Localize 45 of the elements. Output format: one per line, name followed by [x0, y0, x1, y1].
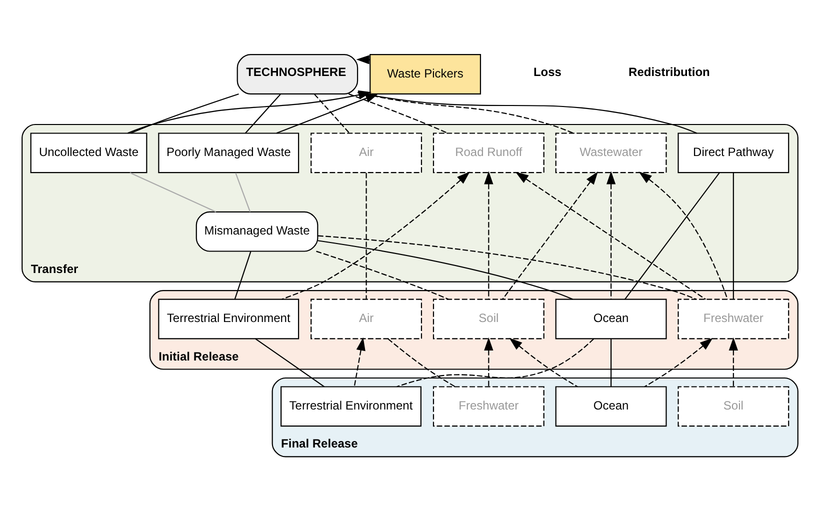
node-box: Ocean	[554, 298, 666, 340]
arrow	[514, 172, 706, 300]
node-box: Mismanaged Waste	[195, 211, 318, 252]
arrow	[606, 171, 616, 300]
node-box: Uncollected Waste	[30, 132, 147, 174]
arrow	[508, 338, 578, 388]
connector	[314, 94, 350, 134]
node-box: Direct Pathway	[677, 132, 789, 174]
node-box: Terrestrial Environment	[158, 298, 299, 340]
arrow	[728, 337, 738, 386]
arrow	[276, 93, 378, 134]
connector	[234, 172, 250, 212]
connector	[357, 92, 697, 134]
label: Loss	[532, 65, 561, 80]
node-box: TECHNOSPHERE	[236, 54, 358, 94]
connector	[234, 251, 251, 300]
arrow	[502, 172, 598, 300]
node-box: Freshwater	[432, 386, 544, 427]
label: Redistribution	[628, 65, 710, 80]
connector	[624, 172, 720, 300]
node-box: Air	[310, 298, 422, 340]
arrow	[127, 90, 372, 134]
arrow	[638, 172, 728, 300]
node-box: Road Runoff	[432, 132, 544, 174]
arrow	[484, 171, 493, 300]
node-box: Poorly Managed Waste	[158, 132, 299, 174]
connector	[610, 339, 612, 386]
connector	[254, 338, 324, 388]
connector	[732, 172, 734, 300]
connector	[317, 235, 696, 300]
connector	[244, 94, 280, 134]
node-box: Ocean	[554, 386, 666, 427]
connector	[387, 338, 455, 388]
arrow	[484, 337, 493, 386]
connector	[365, 172, 366, 300]
node-box: Air	[310, 132, 422, 174]
node-box: Terrestrial Environment	[280, 386, 421, 427]
connector	[129, 172, 216, 212]
node-box: Freshwater	[677, 298, 789, 340]
arrow	[353, 337, 365, 387]
node-box: Soil	[677, 386, 789, 427]
node-box: Soil	[432, 298, 544, 340]
connector	[130, 94, 238, 134]
arrow	[644, 338, 712, 388]
node-box: Wastewater	[554, 132, 666, 174]
